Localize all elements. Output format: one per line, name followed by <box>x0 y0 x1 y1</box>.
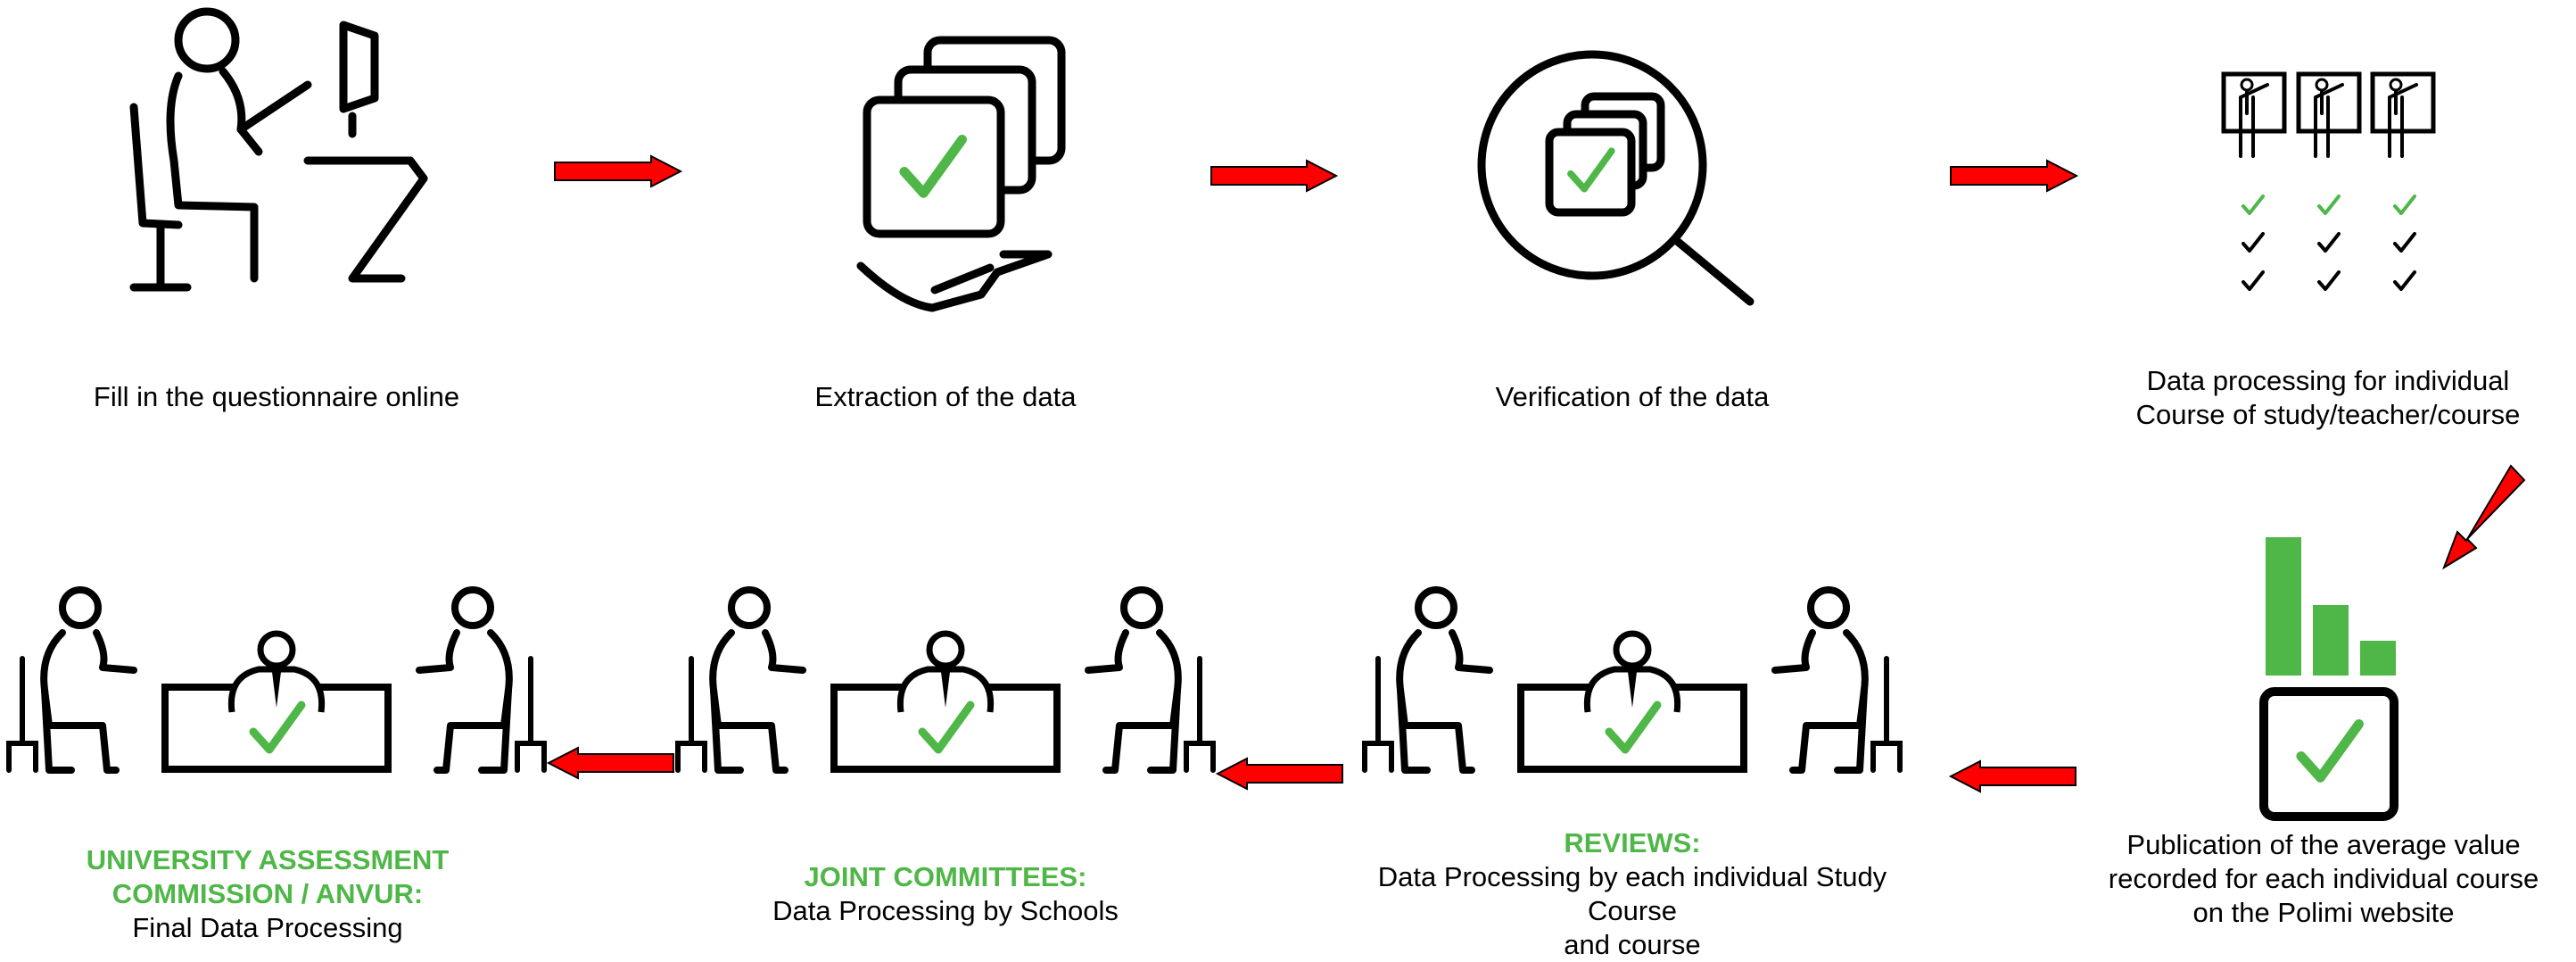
arrow-left-icon <box>546 746 674 780</box>
flow-arrows <box>546 154 2526 793</box>
person-at-computer-icon <box>129 7 428 292</box>
step-8-heading: COMMISSION / ANVUR: <box>111 878 424 909</box>
step-7-heading: JOINT COMMITTEES: <box>804 861 1087 892</box>
meeting-table-icon <box>678 590 1213 770</box>
step-3-label: Verification of the data <box>1495 381 1770 412</box>
hand-holding-documents-icon <box>856 36 1066 312</box>
meeting-table-icon <box>9 590 544 770</box>
meeting-table-icon <box>1365 590 1900 770</box>
step-4-label: Data processing for individual Course of… <box>2135 365 2521 430</box>
arrow-left-icon <box>1215 757 1343 791</box>
step-8-heading: UNIVERSITY ASSESSMENT <box>86 844 450 875</box>
bar-chart-checkbox-icon <box>2259 537 2398 821</box>
step-7-label: JOINT COMMITTEES: Data Processing by Sch… <box>705 860 1186 928</box>
arrow-left-icon <box>1948 759 2076 793</box>
step-5-label: Publication of the average value recorde… <box>2108 829 2539 928</box>
arrow-down-left-icon <box>2442 464 2526 570</box>
arrow-right-icon <box>1950 159 2079 193</box>
teachers-checklist-icon <box>2224 74 2433 291</box>
step-1-label: Fill in the questionnaire online <box>93 381 460 412</box>
magnifier-documents-icon <box>1477 50 1754 306</box>
arrow-right-icon <box>554 154 683 188</box>
step-2-label: Extraction of the data <box>814 381 1077 412</box>
step-6-label: REVIEWS: Data Processing by each individ… <box>1356 826 1909 962</box>
arrow-right-icon <box>1210 159 1339 193</box>
step-6-heading: REVIEWS: <box>1564 827 1701 858</box>
step-8-label: UNIVERSITY ASSESSMENT COMMISSION / ANVUR… <box>36 843 500 945</box>
